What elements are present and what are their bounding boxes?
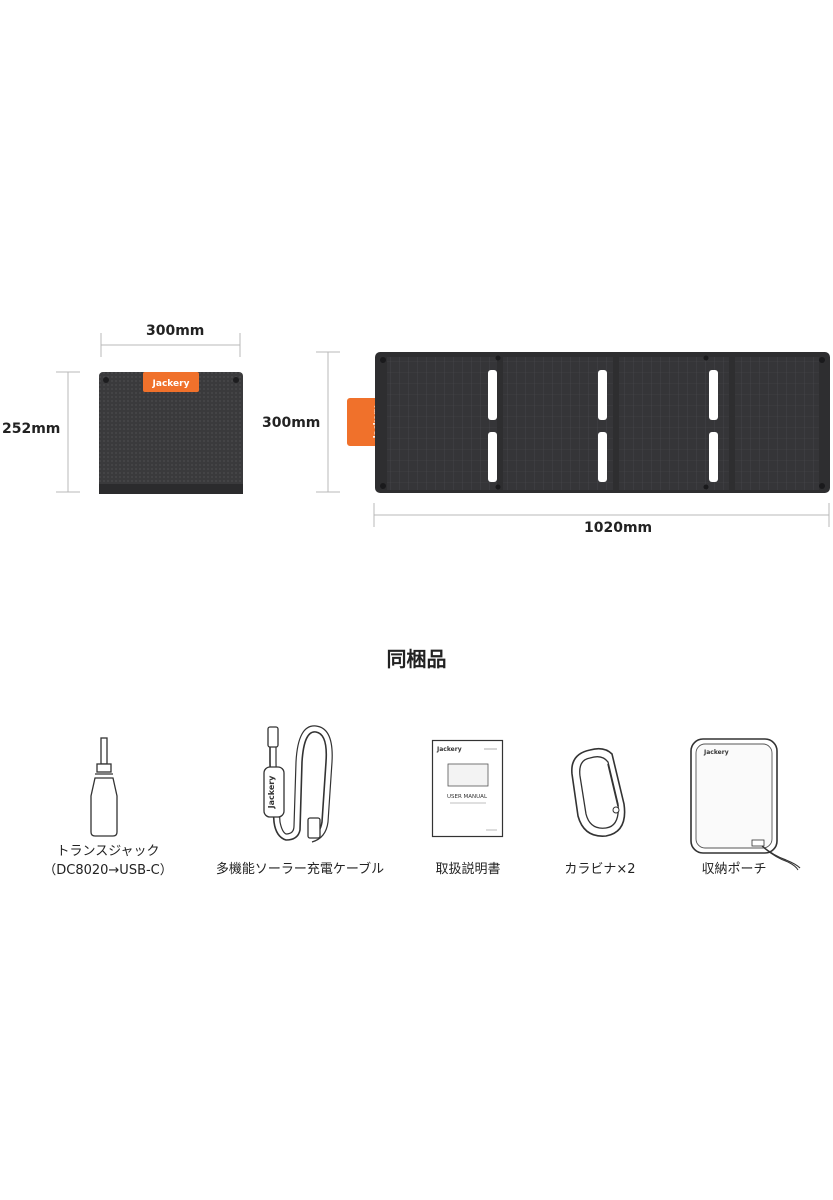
cable-brand: Jackery bbox=[267, 775, 276, 810]
item-label-jack-line1: トランスジャック bbox=[56, 844, 160, 859]
section-title: 同梱品 bbox=[386, 647, 447, 671]
jack-adapter-icon bbox=[90, 737, 118, 837]
folded-height-label: 252mm bbox=[2, 421, 61, 437]
item-label-jack-line2: （DC8020→USB-C） bbox=[43, 863, 173, 878]
folded-solar-panel: Jackery bbox=[99, 372, 243, 494]
unfolded-width-label: 1020mm bbox=[584, 520, 653, 536]
item-label-cable-line1: 多機能ソーラー充電ケーブル bbox=[215, 862, 385, 877]
pouch-brand: Jackery bbox=[703, 749, 729, 756]
folded-width-label: 300mm bbox=[146, 323, 205, 339]
item-label-carabiner: カラビナ×2 bbox=[548, 860, 652, 879]
unfolded-height-label: 300mm bbox=[262, 415, 321, 431]
item-label-manual-line1: 取扱説明書 bbox=[435, 862, 501, 877]
item-label-cable: 多機能ソーラー充電ケーブル bbox=[190, 860, 410, 879]
manual-icon: Jackery USER MANUAL bbox=[431, 739, 504, 838]
item-label-manual: 取扱説明書 bbox=[418, 860, 518, 879]
item-label-jack: トランスジャック （DC8020→USB-C） bbox=[28, 842, 188, 880]
item-label-pouch: 収納ポーチ bbox=[684, 860, 784, 879]
item-label-carabiner-line1: カラビナ×2 bbox=[564, 862, 636, 877]
unfolded-solar-panel: Jackery bbox=[347, 352, 830, 493]
folded-brand-logo: Jackery bbox=[152, 379, 190, 389]
manual-title: USER MANUAL bbox=[447, 794, 488, 800]
cable-icon: Jackery bbox=[263, 725, 333, 843]
manual-brand: Jackery bbox=[436, 746, 462, 753]
carabiner-icon bbox=[571, 747, 626, 837]
folded-dimension-lines bbox=[56, 333, 830, 527]
item-label-pouch-line1: 収納ポーチ bbox=[701, 862, 767, 877]
pouch-icon: Jackery bbox=[690, 738, 801, 871]
